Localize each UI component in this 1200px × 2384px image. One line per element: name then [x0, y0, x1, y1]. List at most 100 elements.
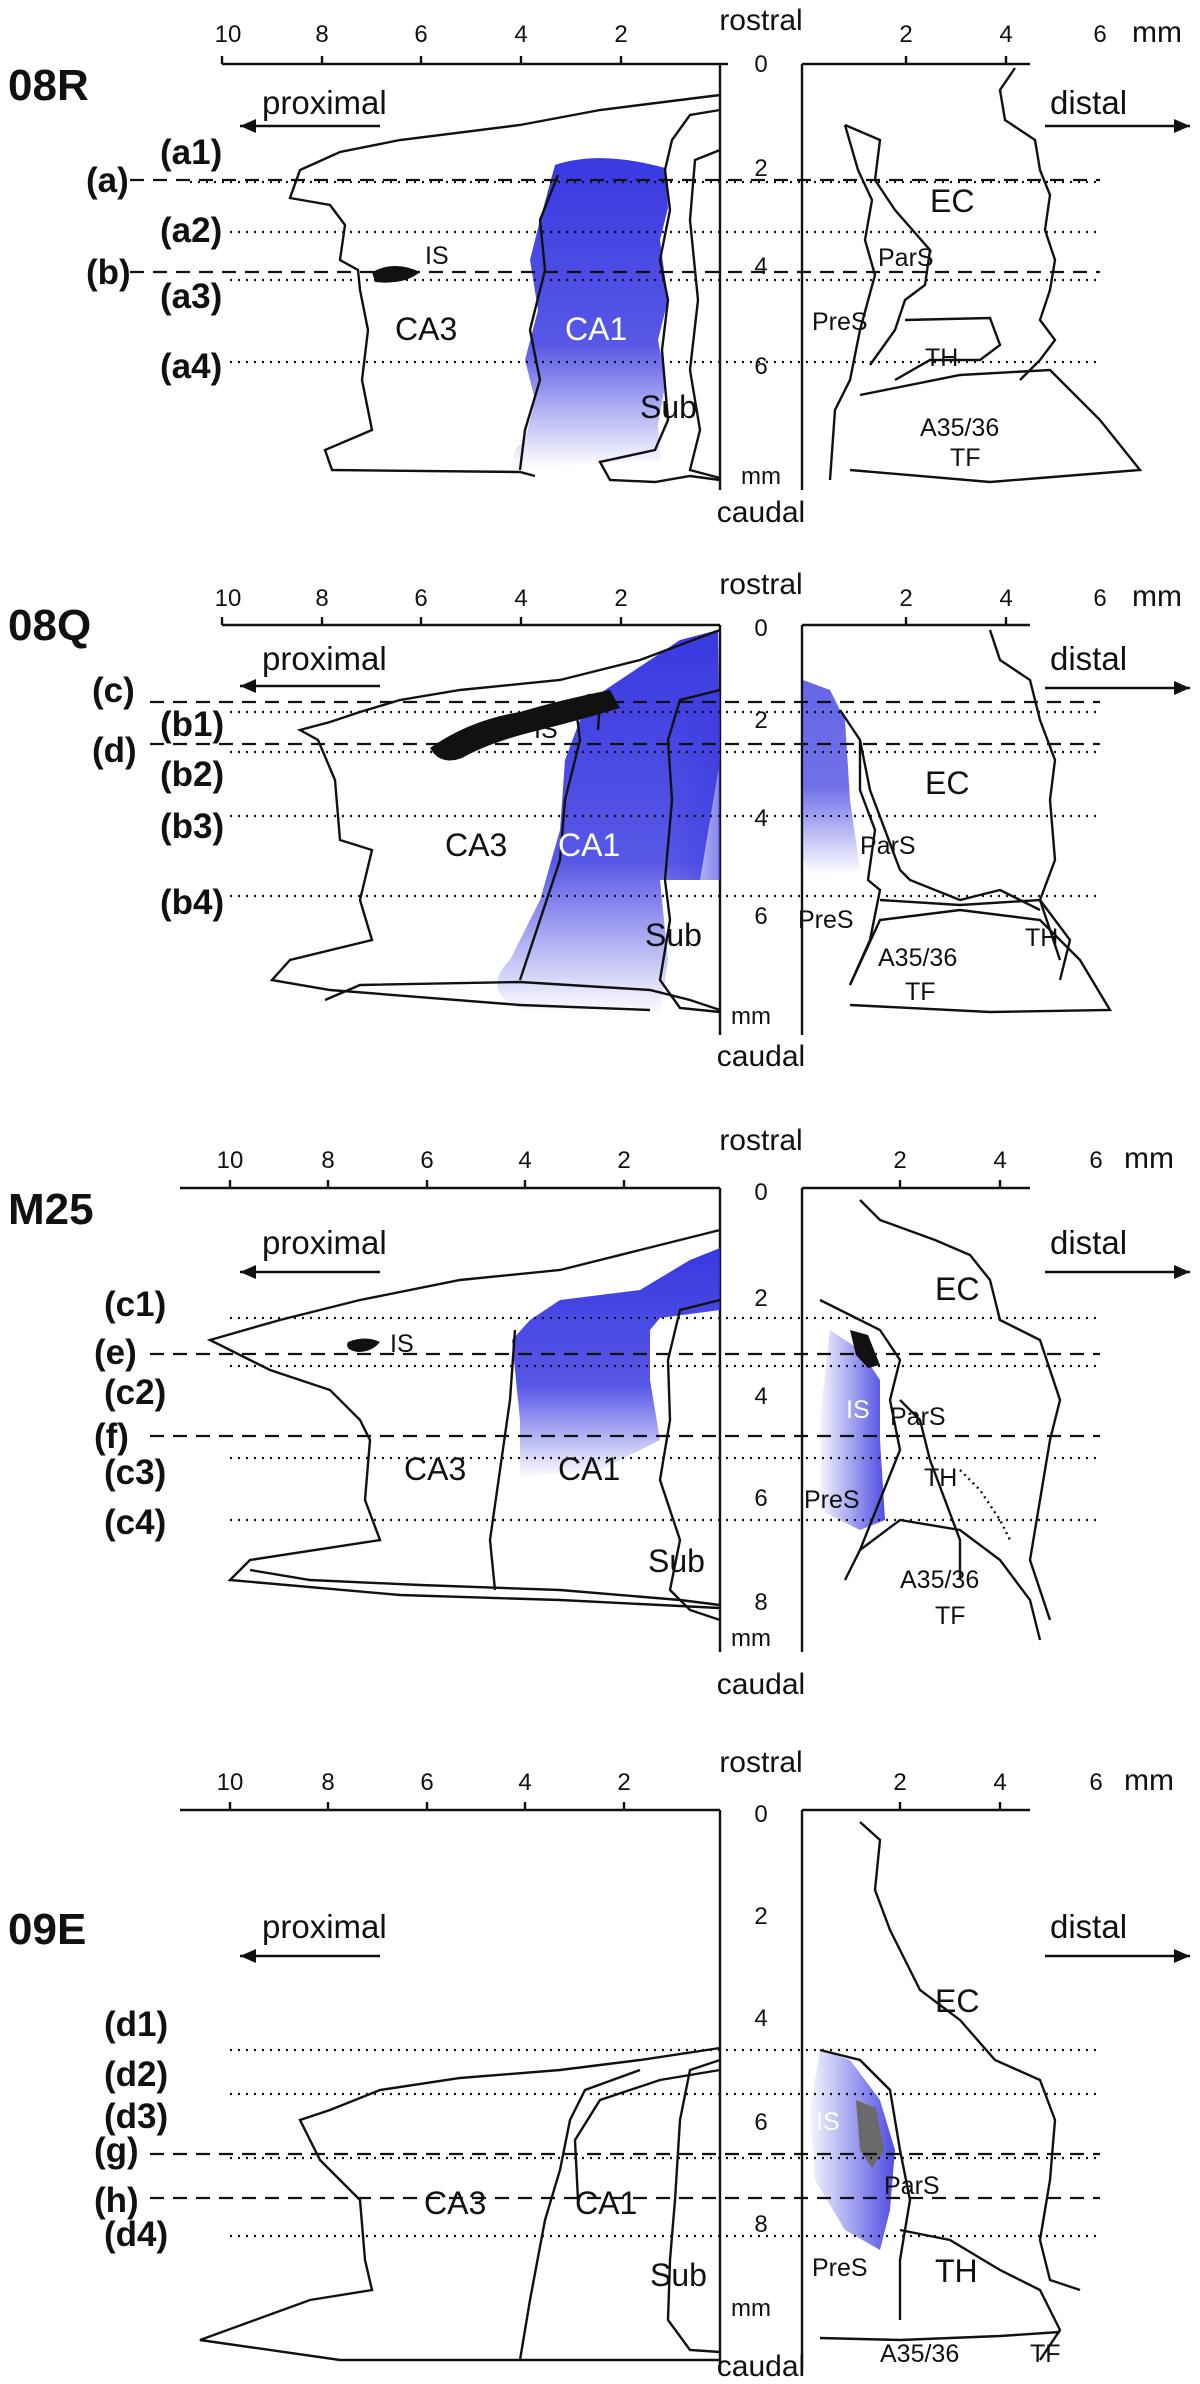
caudal-label: caudal: [717, 1668, 805, 1701]
tick-label: 6: [1093, 585, 1106, 612]
tf-outline: [859, 1518, 1042, 1641]
region-ca3: CA3: [395, 311, 457, 347]
scale-ticks: [228, 1180, 1002, 1188]
proximal-label: proximal: [262, 1908, 387, 1945]
injection-site-core-distal: [850, 1330, 880, 1368]
depth-tick: 2: [754, 155, 767, 182]
panel-title: 08Q: [8, 601, 91, 650]
tick-label: 2: [617, 1769, 630, 1796]
region-a3536: A35/36: [878, 944, 957, 972]
tick-label: 4: [518, 1769, 531, 1796]
distal-label: distal: [1050, 1224, 1127, 1261]
region-ec: EC: [930, 183, 974, 219]
region-th: TH: [1025, 924, 1058, 952]
section-label: (g): [94, 2131, 139, 2170]
injection-spread-distal: [810, 2050, 895, 2250]
section-label: (c2): [104, 1373, 166, 1412]
distal-label: distal: [1050, 1908, 1127, 1945]
section-label: (d3): [104, 2097, 168, 2136]
panel-title: 08R: [8, 61, 89, 110]
section-label: (h): [94, 2181, 139, 2220]
section-label: (e): [94, 1333, 137, 1372]
tick-label: 8: [315, 585, 328, 612]
th-outline: [899, 1399, 962, 1580]
region-ca1: CA1: [558, 1451, 620, 1487]
rostral-label: rostral: [719, 568, 802, 601]
th-outline: [894, 316, 1002, 382]
ca1-outline: [658, 688, 721, 1014]
pars-outline: [839, 709, 882, 986]
rostral-label: rostral: [719, 1746, 802, 1779]
unit-label: mm: [1132, 16, 1182, 49]
panel-08R: 08R 10 8 6 4 2 2 4 6 mm rostral caudal 0…: [8, 4, 1190, 529]
injection-spread-distal: [820, 1330, 885, 1530]
ca3-boundary: [688, 148, 721, 480]
region-tf: TF: [935, 1602, 966, 1630]
tick-label: 4: [993, 1769, 1006, 1796]
section-label: (a2): [160, 211, 222, 250]
unit-label: mm: [1124, 1764, 1174, 1797]
section-label: (c1): [104, 1285, 166, 1324]
caudal-label: caudal: [717, 1040, 805, 1073]
tick-label: 2: [893, 1769, 906, 1796]
panel-M25: M25 10 8 6 4 2 2 4 6 mm rostral caudal 0…: [8, 1124, 1190, 1701]
region-pres: PreS: [798, 906, 854, 934]
scale-ticks: [228, 1802, 1002, 1810]
section-label: (b1): [160, 705, 224, 744]
depth-unit: mm: [731, 2295, 771, 2322]
scale-ticks: [220, 56, 1008, 66]
tick-label: 8: [315, 21, 328, 48]
tf-outline: [848, 908, 1113, 1014]
tick-label: 6: [414, 585, 427, 612]
region-pars: ParS: [860, 832, 916, 860]
section-label: (c3): [104, 1453, 166, 1492]
region-pres: PreS: [804, 1486, 860, 1514]
region-ec: EC: [925, 765, 969, 801]
depth-unit: mm: [731, 1625, 771, 1652]
proximal-label: proximal: [262, 84, 387, 121]
depth-tick: 0: [754, 51, 767, 78]
pres-outline: [844, 123, 932, 366]
tick-label: 8: [321, 1147, 334, 1174]
section-label: (a1): [160, 133, 222, 172]
depth-tick: 6: [754, 903, 767, 930]
ca1-ca3-border: [518, 174, 560, 471]
region-is: IS: [425, 242, 449, 270]
depth-tick: 6: [754, 353, 767, 380]
depth-tick: 2: [754, 1285, 767, 1312]
region-sub: Sub: [640, 389, 697, 425]
region-ec: EC: [935, 1271, 979, 1307]
region-pars: ParS: [890, 1403, 946, 1431]
region-ca3: CA3: [445, 827, 507, 863]
scale-ticks: [220, 617, 1008, 625]
tick-label: 10: [217, 1769, 244, 1796]
tick-label: 6: [420, 1147, 433, 1174]
injection-spread: [497, 630, 720, 1015]
tick-label: 2: [617, 1147, 630, 1174]
panel-title: M25: [8, 1185, 94, 1234]
ec-outline: [988, 629, 1072, 981]
tick-label: 10: [215, 21, 242, 48]
tick-label: 4: [514, 21, 527, 48]
region-ca1: CA1: [558, 827, 620, 863]
ca3-inner: [573, 2068, 721, 2201]
proximal-label: proximal: [262, 640, 387, 677]
tick-label: 6: [414, 21, 427, 48]
depth-tick: 0: [754, 615, 767, 642]
section-label: (c): [92, 671, 135, 710]
ca1-outline: [658, 1298, 721, 1622]
section-label: (d4): [104, 2215, 168, 2254]
tick-label: 8: [321, 1769, 334, 1796]
section-label: (d1): [104, 2005, 168, 2044]
region-th: TH: [924, 1464, 957, 1492]
tick-label: 4: [514, 585, 527, 612]
section-label: (d2): [104, 2055, 168, 2094]
depth-tick: 4: [754, 805, 767, 832]
injection-site-core-distal: [856, 2100, 884, 2168]
injection-site-core: [372, 266, 420, 283]
tick-label: 2: [899, 21, 912, 48]
panel-title: 09E: [8, 1905, 86, 1954]
rostral-label: rostral: [719, 4, 802, 37]
ca1-outline: [666, 2058, 721, 2354]
